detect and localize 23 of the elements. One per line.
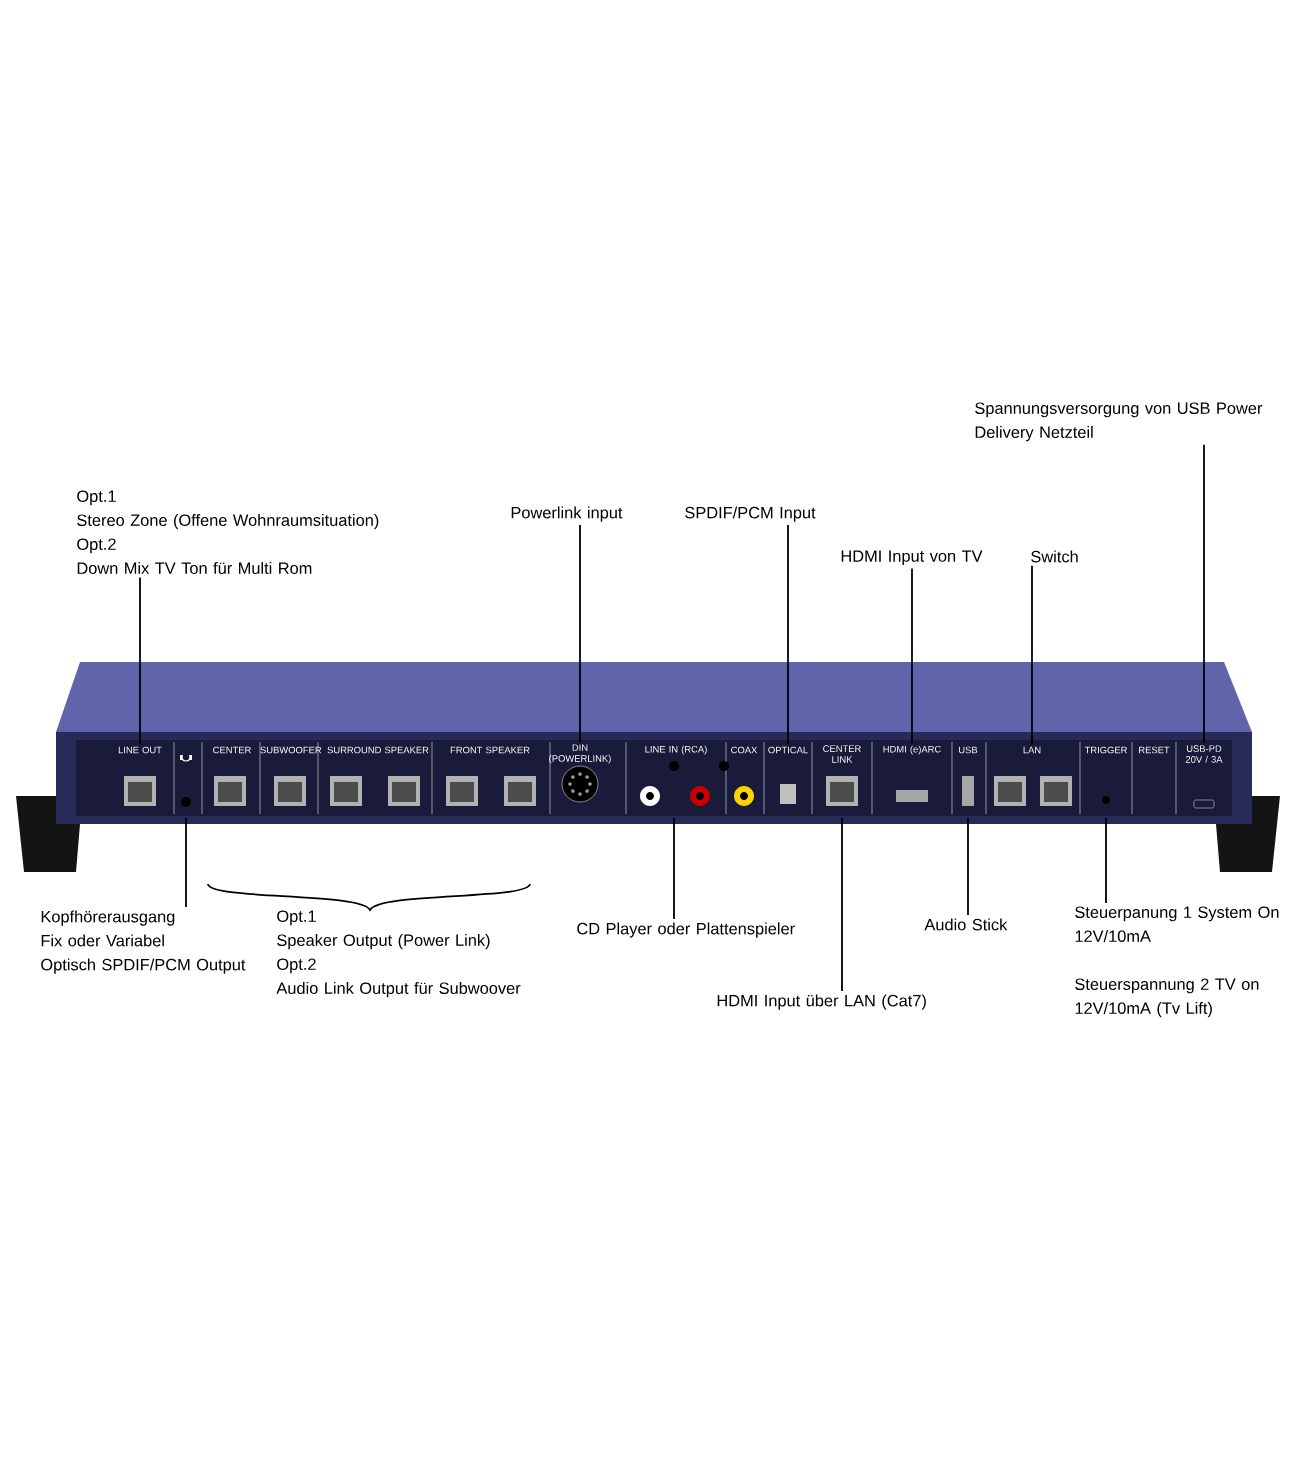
callout-text: SPDIF/PCM Input (685, 506, 816, 522)
callout-text: Powerlink input (511, 506, 623, 522)
leader-line (967, 817, 969, 916)
callout-text: Steuerpanung 1 System On 12V/10mA Steuerspannung 2 TV on 12V/10mA (Tv Lift) (1075, 906, 1279, 1018)
leader-line (185, 817, 187, 908)
leader-line (1031, 564, 1033, 746)
callout-text: Spannungsversorgung von USB Power Delivery Netzteil (975, 402, 1263, 442)
callout-text: HDMI Input über LAN (Cat7) (717, 994, 926, 1010)
callout-text: Opt.1 Speaker Output (Power Link) Opt.2 Audio Link Output für Subwoover (276, 910, 521, 998)
callout-text: Kopfhörerausgang Fix oder Variabel Optisch SPDIF/PCM Output (41, 910, 246, 974)
leader-line (579, 524, 581, 743)
leader-line (673, 817, 675, 920)
leader-line (139, 576, 141, 746)
leader-line (841, 817, 843, 992)
callout-text: Audio Stick (924, 918, 1008, 931)
callout-text: Opt.1 Stereo Zone (Offene Wohnraumsituation) Opt.2 Down Mix TV Ton für Multi Rom (77, 490, 379, 574)
leader-line (911, 567, 913, 745)
leader-line (1105, 817, 1107, 904)
callout-text: Switch (1031, 550, 1078, 563)
callout-text: CD Player oder Plattenspieler (577, 922, 795, 938)
leader-line (787, 524, 789, 746)
callout-text: HDMI Input von TV (841, 550, 983, 566)
leader-line (1203, 443, 1205, 744)
